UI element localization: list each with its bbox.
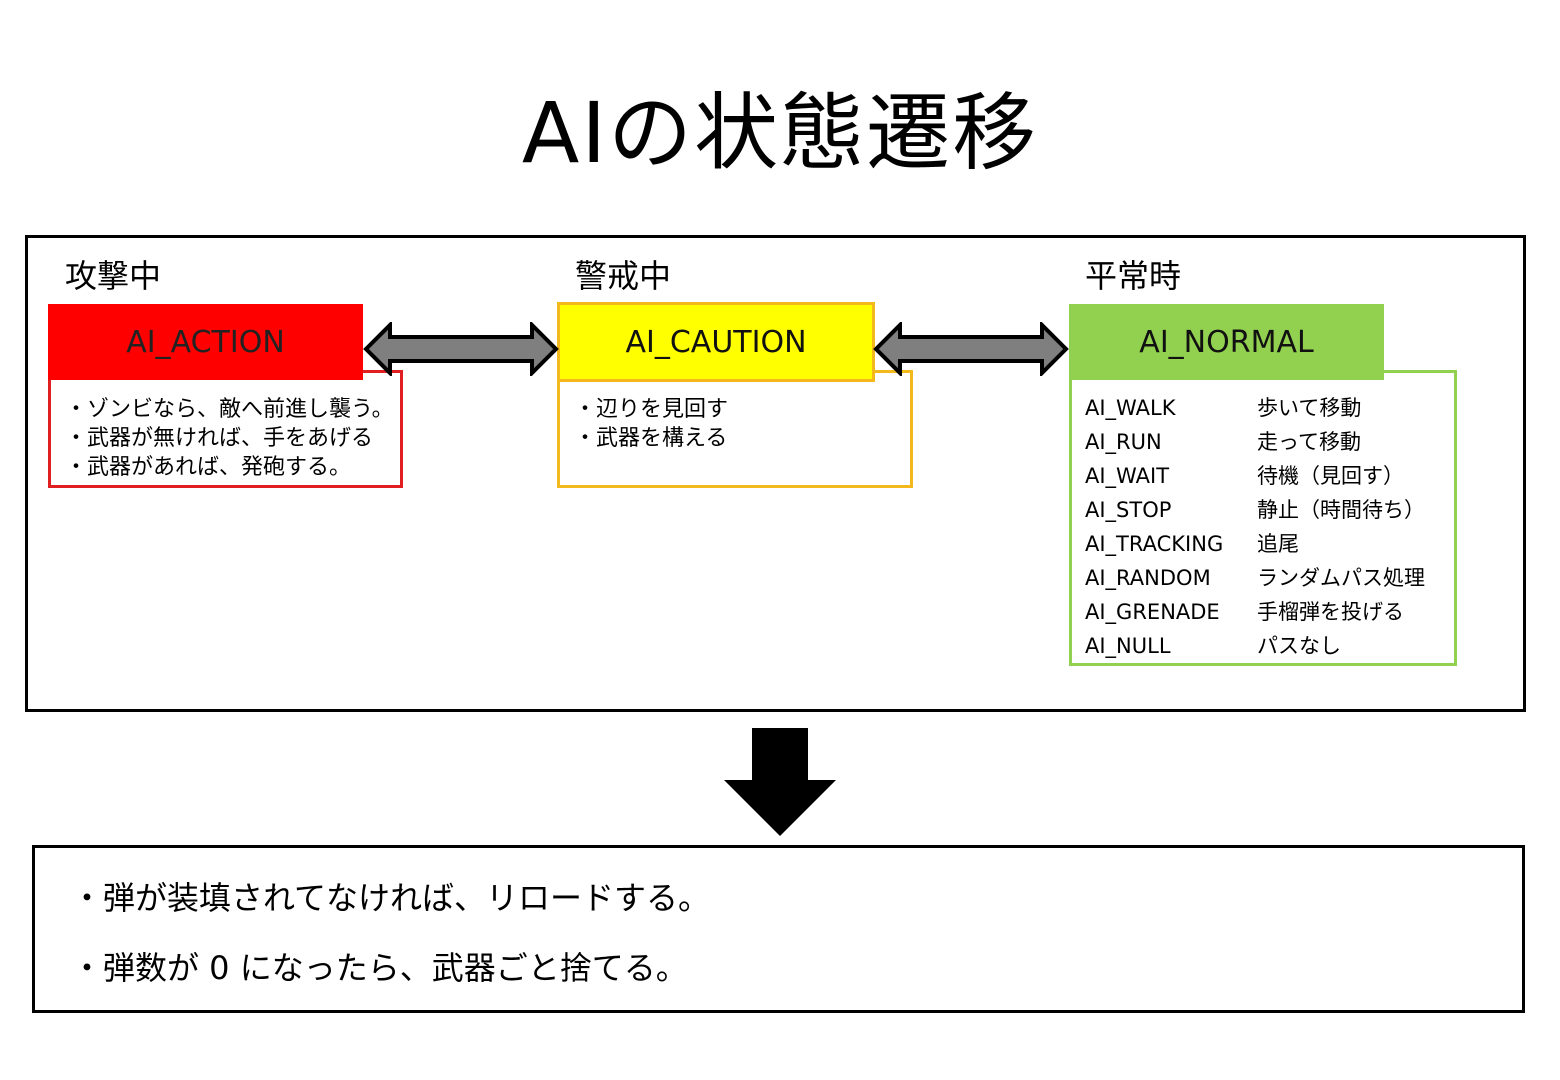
normal-state-row: AI_WAIT 待機（見回す） bbox=[1085, 459, 1454, 493]
normal-state-row: AI_GRENADE 手榴弾を投げる bbox=[1085, 595, 1454, 629]
note-line: ・弾が装填されてなければ、リロードする。 bbox=[71, 879, 711, 917]
state-code: AI_WALK bbox=[1085, 396, 1176, 420]
normal-state-row: AI_RANDOM ランダムパス処理 bbox=[1085, 561, 1454, 595]
state-label-action: 攻撃中 bbox=[65, 257, 162, 295]
note-line: ・弾数が 0 になったら、武器ごと捨てる。 bbox=[71, 949, 688, 987]
state-code: AI_RANDOM bbox=[1085, 566, 1211, 590]
state-box-normal: AI_NORMAL bbox=[1069, 304, 1384, 380]
state-code: AI_NULL bbox=[1085, 634, 1171, 658]
page-title: AIの状態遷移 bbox=[521, 84, 1039, 182]
state-description: 走って移動 bbox=[1257, 430, 1361, 454]
state-code: AI_RUN bbox=[1085, 430, 1162, 454]
state-description: パスなし bbox=[1257, 634, 1341, 658]
state-description: 追尾 bbox=[1257, 532, 1299, 556]
action-item: ・ゾンビなら、敵へ前進し襲う。 bbox=[65, 397, 394, 422]
state-box-action: AI_ACTION bbox=[48, 304, 363, 380]
normal-state-row: AI_TRACKING 追尾 bbox=[1085, 527, 1454, 561]
normal-state-row: AI_WALK 歩いて移動 bbox=[1085, 391, 1454, 425]
state-code: AI_TRACKING bbox=[1085, 532, 1224, 556]
state-description: 歩いて移動 bbox=[1257, 396, 1362, 420]
state-body-caution: ・辺りを見回す ・武器を構える bbox=[557, 370, 913, 488]
state-code: AI_STOP bbox=[1085, 498, 1172, 522]
state-description: ランダムパス処理 bbox=[1257, 566, 1425, 590]
caution-item: ・辺りを見回す bbox=[574, 397, 729, 422]
normal-state-row: AI_RUN 走って移動 bbox=[1085, 425, 1454, 459]
notes-frame: ・弾が装填されてなければ、リロードする。 ・弾数が 0 になったら、武器ごと捨て… bbox=[32, 845, 1525, 1013]
state-code: AI_GRENADE bbox=[1085, 600, 1220, 624]
state-name-normal: AI_NORMAL bbox=[1139, 324, 1314, 360]
down-arrow-icon bbox=[724, 728, 836, 836]
double-arrow-action-caution bbox=[363, 322, 559, 376]
state-box-caution: AI_CAUTION bbox=[557, 302, 875, 382]
double-arrow-caution-normal bbox=[873, 322, 1069, 376]
state-body-action: ・ゾンビなら、敵へ前進し襲う。 ・武器が無ければ、手をあげる ・武器があれば、発… bbox=[48, 370, 403, 488]
normal-state-row: AI_NULL パスなし bbox=[1085, 629, 1454, 663]
action-item: ・武器があれば、発砲する。 bbox=[65, 455, 352, 480]
state-description: 静止（時間待ち） bbox=[1257, 498, 1425, 522]
state-code: AI_WAIT bbox=[1085, 464, 1170, 488]
state-description: 待機（見回す） bbox=[1257, 464, 1404, 488]
state-name-action: AI_ACTION bbox=[126, 324, 285, 360]
state-description: 手榴弾を投げる bbox=[1257, 600, 1404, 624]
states-frame bbox=[25, 235, 1526, 712]
normal-state-row: AI_STOP 静止（時間待ち） bbox=[1085, 493, 1454, 527]
action-item: ・武器が無ければ、手をあげる bbox=[65, 426, 374, 451]
state-label-caution: 警戒中 bbox=[575, 257, 672, 295]
state-name-caution: AI_CAUTION bbox=[625, 324, 807, 360]
state-label-normal: 平常時 bbox=[1085, 257, 1182, 295]
caution-item: ・武器を構える bbox=[574, 426, 728, 451]
